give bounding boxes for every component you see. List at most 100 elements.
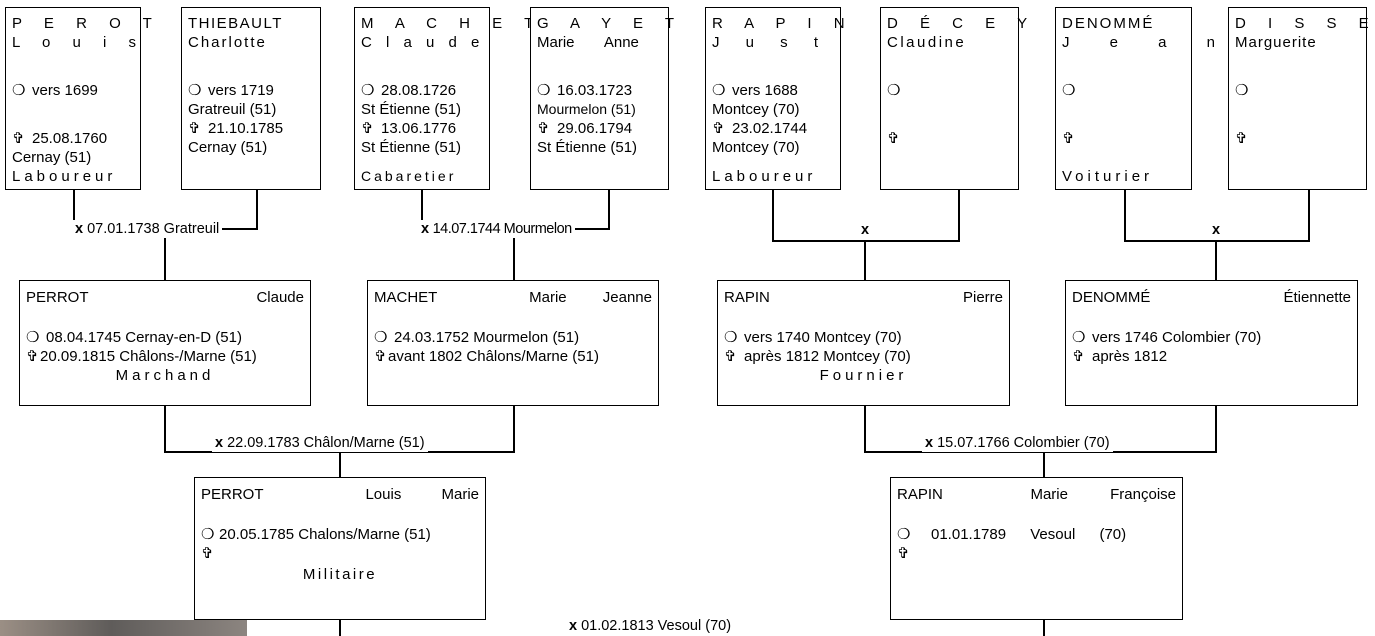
birth-place: Gratreuil (51) [188,101,277,118]
death-info: avant 1802 Châlons/Marne (51) [388,348,599,365]
death-icon: ✞ [724,348,737,365]
birth-row: ❍ [1235,81,1360,100]
connector [864,406,866,451]
connector [1215,240,1217,280]
person-card-rapin-just: R A P I N J u s t ❍vers 1688 Montcey (70… [705,7,854,190]
given-name: Étiennette [1283,289,1351,306]
birth-icon: ❍ [188,82,202,99]
surname: DENOMMÉ [1072,289,1151,306]
marriage-symbol: x [569,618,578,634]
birth-info: vers 1746 Colombier (70) [1092,329,1262,346]
death-date: 23.02.1744 [732,120,808,137]
person-card-thiebault-charlotte: THIEBAULT Charlotte ❍vers 1719 Gratreuil… [181,7,321,190]
birth-row: ❍vers 1699 [12,81,134,100]
surname: PERROT [26,289,89,306]
birth-row: ❍vers 1719 [188,81,314,100]
birth-icon: ❍ [1062,82,1076,99]
death-icon: ✞ [26,348,39,365]
death-info: 20.09.1815 Châlons-/Marne (51) [40,348,257,365]
occupation: Laboureur [712,168,817,185]
birth-row: ❍ [887,81,1012,100]
name-row: MACHET Marie Jeanne [374,288,652,307]
death-icon: ✞ [201,545,214,562]
birth-icon: ❍ [724,329,738,346]
death-place: Montcey (70) [712,139,800,156]
given-name: Marie Jeanne [529,289,652,306]
birth-row: ❍ 01.01.1789 Vesoul (70) [897,525,1176,544]
death-row: ✞avant 1802 Châlons/Marne (51) [374,347,652,366]
death-icon: ✞ [1072,348,1085,365]
occupation: Voiturier [1062,168,1154,185]
occupation: Cabaretier [361,168,457,184]
connector [772,240,960,242]
death-row: ✞ [1235,129,1360,148]
birth-row: ❍16.03.1723 [537,81,662,100]
death-icon: ✞ [12,130,25,147]
connector [608,190,610,228]
marriage-symbol: x [925,435,934,451]
birth-info: 08.04.1745 Cernay-en-D (51) [46,329,242,346]
surname: MACHET [374,289,438,306]
death-icon: ✞ [1235,130,1248,147]
connector [513,228,515,280]
surname: RAPIN [724,289,770,306]
connector [339,451,341,477]
death-row: ✞ [897,544,1176,563]
surname: M A C H E T [361,15,543,32]
birth-row: ❍vers 1688 [712,81,834,100]
death-icon: ✞ [897,545,910,562]
person-card-gayet-marie-anne: G A Y E T Marie Anne ❍16.03.1723 Mourmel… [530,7,674,190]
death-icon: ✞ [537,120,550,137]
connector [864,240,866,280]
death-icon: ✞ [188,120,201,137]
death-date: 13.06.1776 [381,120,457,137]
marriage-date-place: 01.02.1813 Vesoul (70) [581,618,732,634]
birth-info: 24.03.1752 Mourmelon (51) [394,329,580,346]
connector [1043,451,1045,477]
occupation: Militaire [302,566,378,583]
birth-icon: ❍ [897,526,911,543]
death-date: 21.10.1785 [208,120,284,137]
death-icon: ✞ [887,130,900,147]
connector [772,190,774,240]
death-place: St Étienne (51) [361,139,462,156]
given-name: C l a u d e [361,34,485,51]
connector [1124,240,1310,242]
birth-date: 28.08.1726 [381,82,457,99]
surname: D I S S E N [1235,15,1375,32]
surname: PERROT [201,486,264,503]
death-row: ✞après 1812 Montcey (70) [724,347,1003,366]
given-name: J e a n [1062,34,1234,51]
given-name: Marie Anne [537,34,639,51]
surname: P E R O T [12,15,161,32]
death-icon: ✞ [1062,130,1075,147]
person-card-machet-claude: M A C H E T C l a u d e ❍ 28.08.1726 St É… [354,7,543,190]
connector [164,228,166,280]
birth-icon: ❍ [361,82,375,99]
birth-row: ❍ [1062,81,1185,100]
birth-date: vers 1699 [32,82,98,99]
marriage-label: x [1209,221,1228,239]
death-place: Cernay (51) [188,139,268,156]
connector [513,406,515,451]
person-card-perot-louis: P E R O T L o u i s ❍vers 1699 ✞25.08.17… [5,7,161,190]
marriage-date-place: 07.01.1738 Gratreuil [87,221,220,237]
birth-row: ❍ 28.08.1726 [361,81,483,100]
given-name: Louis Marie [365,486,479,503]
birth-info: 20.05.1785 Chalons/Marne (51) [219,526,431,543]
birth-icon: ❍ [1235,82,1249,99]
connector [73,190,75,228]
birth-info: 01.01.1789 Vesoul (70) [931,526,1127,543]
surname: R A P I N [712,15,854,32]
death-row: ✞20.09.1815 Châlons-/Marne (51) [26,347,304,366]
death-date: 29.06.1794 [557,120,633,137]
marriage-date-place: 14.07.1744 Mourmelon [432,221,573,237]
